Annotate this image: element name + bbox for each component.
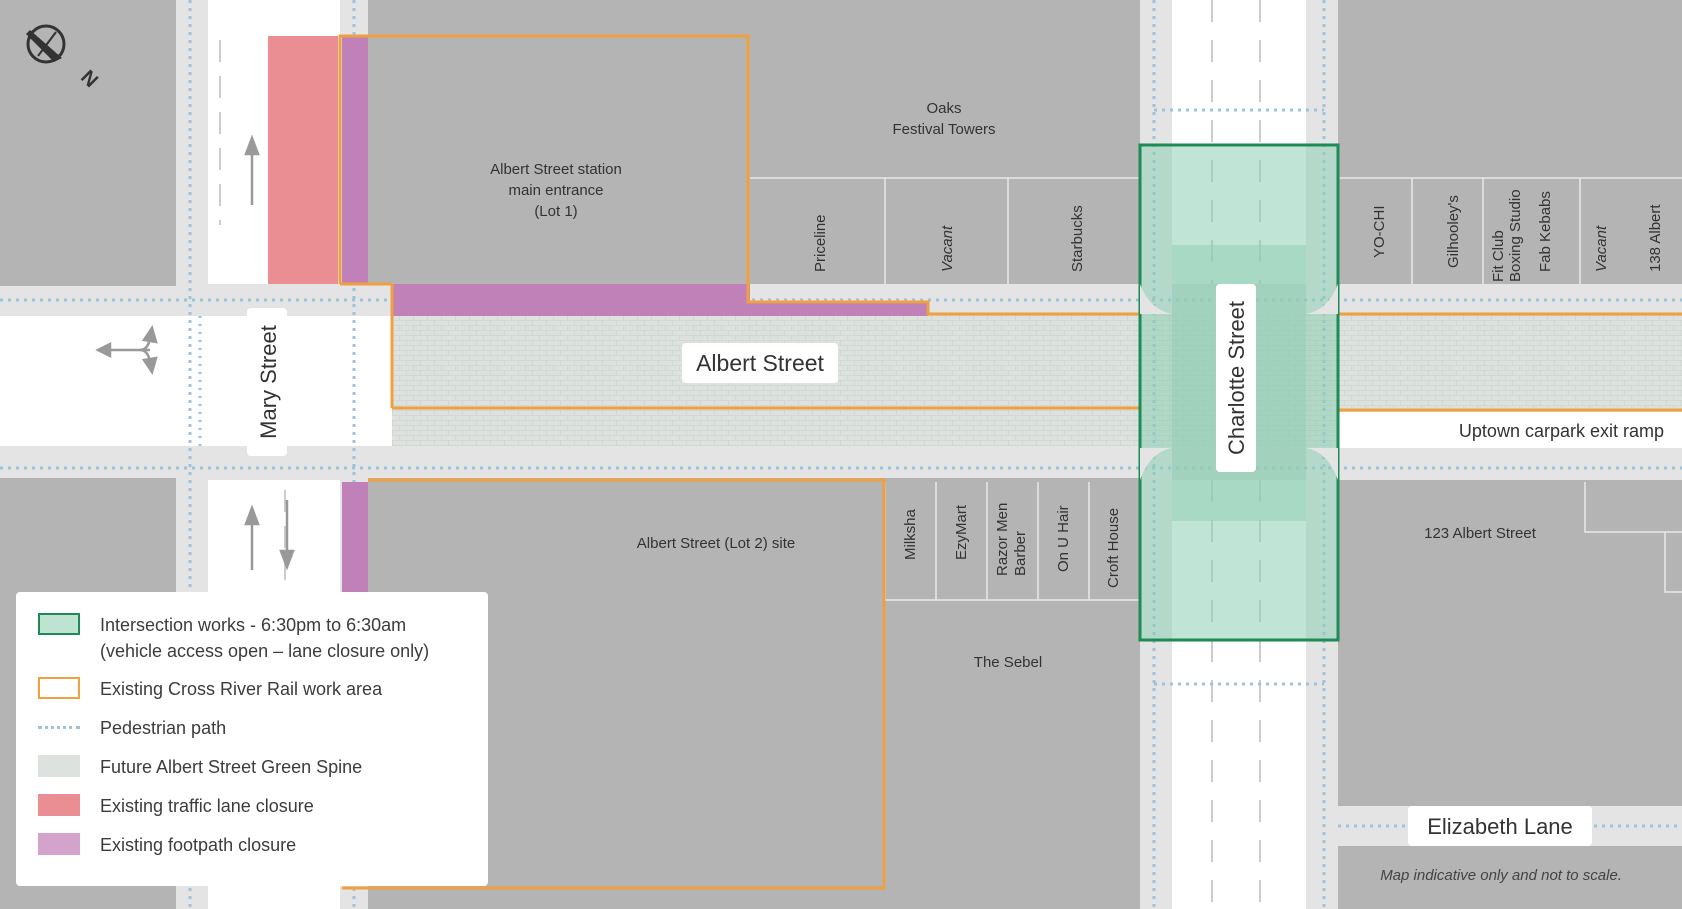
shop-label-yochi: YO-CHI [1371, 206, 1388, 259]
building-label-oaks-2: Festival Towers [892, 121, 995, 138]
green-spine-swatch [38, 755, 80, 777]
shop-label-fab-kebabs: Fab Kebabs [1537, 191, 1554, 272]
footpath-closure-swatch [38, 833, 80, 855]
uptown-carpark-ramp [1338, 412, 1682, 448]
work-area-outlines [338, 34, 1682, 890]
shop-label-fitclub-1: Fit Club [1490, 230, 1507, 282]
legend-item-lane-closure: Existing traffic lane closure [38, 793, 314, 819]
legend-item-green-spine: Future Albert Street Green Spine [38, 754, 362, 780]
map-legend: Intersection works - 6:30pm to 6:30am (v… [16, 592, 488, 886]
shop-label-razor-2: Barber [1012, 531, 1029, 576]
pedestrian-path-swatch [38, 726, 80, 729]
street-label-elizabeth: Elizabeth Lane [1408, 806, 1592, 846]
shop-label-gilhooleys: Gilhooley's [1445, 195, 1462, 268]
building-label-123-albert: 123 Albert Street [1424, 525, 1537, 542]
legend-item-pedestrian-path: Pedestrian path [38, 715, 226, 741]
shop-label-croft-house: Croft House [1105, 508, 1122, 588]
street-label-charlotte: Charlotte Street [1216, 284, 1256, 472]
building-label-oaks-1: Oaks [926, 100, 961, 117]
shop-label-razor-1: Razor Men [994, 503, 1011, 576]
shop-label-vacant-2: Vacant [1593, 225, 1610, 272]
intersection-works-swatch [38, 613, 80, 635]
legend-label: Pedestrian path [100, 718, 227, 738]
legend-label: Existing Cross River Rail work area [100, 679, 383, 699]
svg-text:Elizabeth Lane: Elizabeth Lane [1427, 814, 1573, 839]
curb-corners [1140, 284, 1338, 480]
building-label-lot1-1: Albert Street station [490, 161, 622, 178]
shop-label-starbucks: Starbucks [1069, 205, 1086, 272]
shop-label-priceline: Priceline [812, 214, 829, 272]
footpath-closures [342, 36, 928, 592]
svg-text:Mary Street: Mary Street [256, 325, 281, 439]
svg-text:Albert Street: Albert Street [696, 350, 824, 376]
street-label-albert: Albert Street [682, 343, 838, 383]
legend-item-work-area: Existing Cross River Rail work area [38, 676, 382, 702]
shop-label-138-albert: 138 Albert [1647, 204, 1664, 272]
traffic-arrows [95, 134, 295, 571]
legend-label: Existing traffic lane closure [100, 796, 314, 816]
traffic-lane-closure [268, 36, 338, 284]
map-disclaimer: Map indicative only and not to scale. [1380, 867, 1622, 884]
shop-label-fitclub-2: Boxing Studio [1507, 189, 1524, 282]
shop-label-vacant-1: Vacant [939, 225, 956, 272]
legend-label: Existing footpath closure [100, 835, 297, 855]
legend-label-line2: (vehicle access open – lane closure only… [100, 641, 430, 661]
street-label-carpark-ramp: Uptown carpark exit ramp [1459, 421, 1664, 441]
legend-item-intersection-works: Intersection works - 6:30pm to 6:30am (v… [38, 612, 429, 664]
lane-closure-swatch [38, 794, 80, 816]
legend-label: Future Albert Street Green Spine [100, 757, 363, 777]
legend-label: Intersection works - 6:30pm to 6:30am [100, 615, 407, 635]
svg-text:Charlotte Street: Charlotte Street [1224, 301, 1249, 455]
building-label-lot2: Albert Street (Lot 2) site [637, 535, 795, 552]
shop-label-milksha: Milksha [902, 508, 919, 560]
work-area-swatch [38, 677, 80, 699]
shop-label-on-u-hair: On U Hair [1055, 505, 1072, 572]
building-label-lot1-3: (Lot 1) [534, 203, 577, 220]
legend-item-footpath-closure: Existing footpath closure [38, 832, 296, 858]
shop-label-ezymart: EzyMart [953, 504, 970, 560]
building-label-sebel: The Sebel [974, 654, 1042, 671]
street-label-mary: Mary Street [247, 308, 287, 456]
building-label-lot1-2: main entrance [508, 182, 603, 199]
